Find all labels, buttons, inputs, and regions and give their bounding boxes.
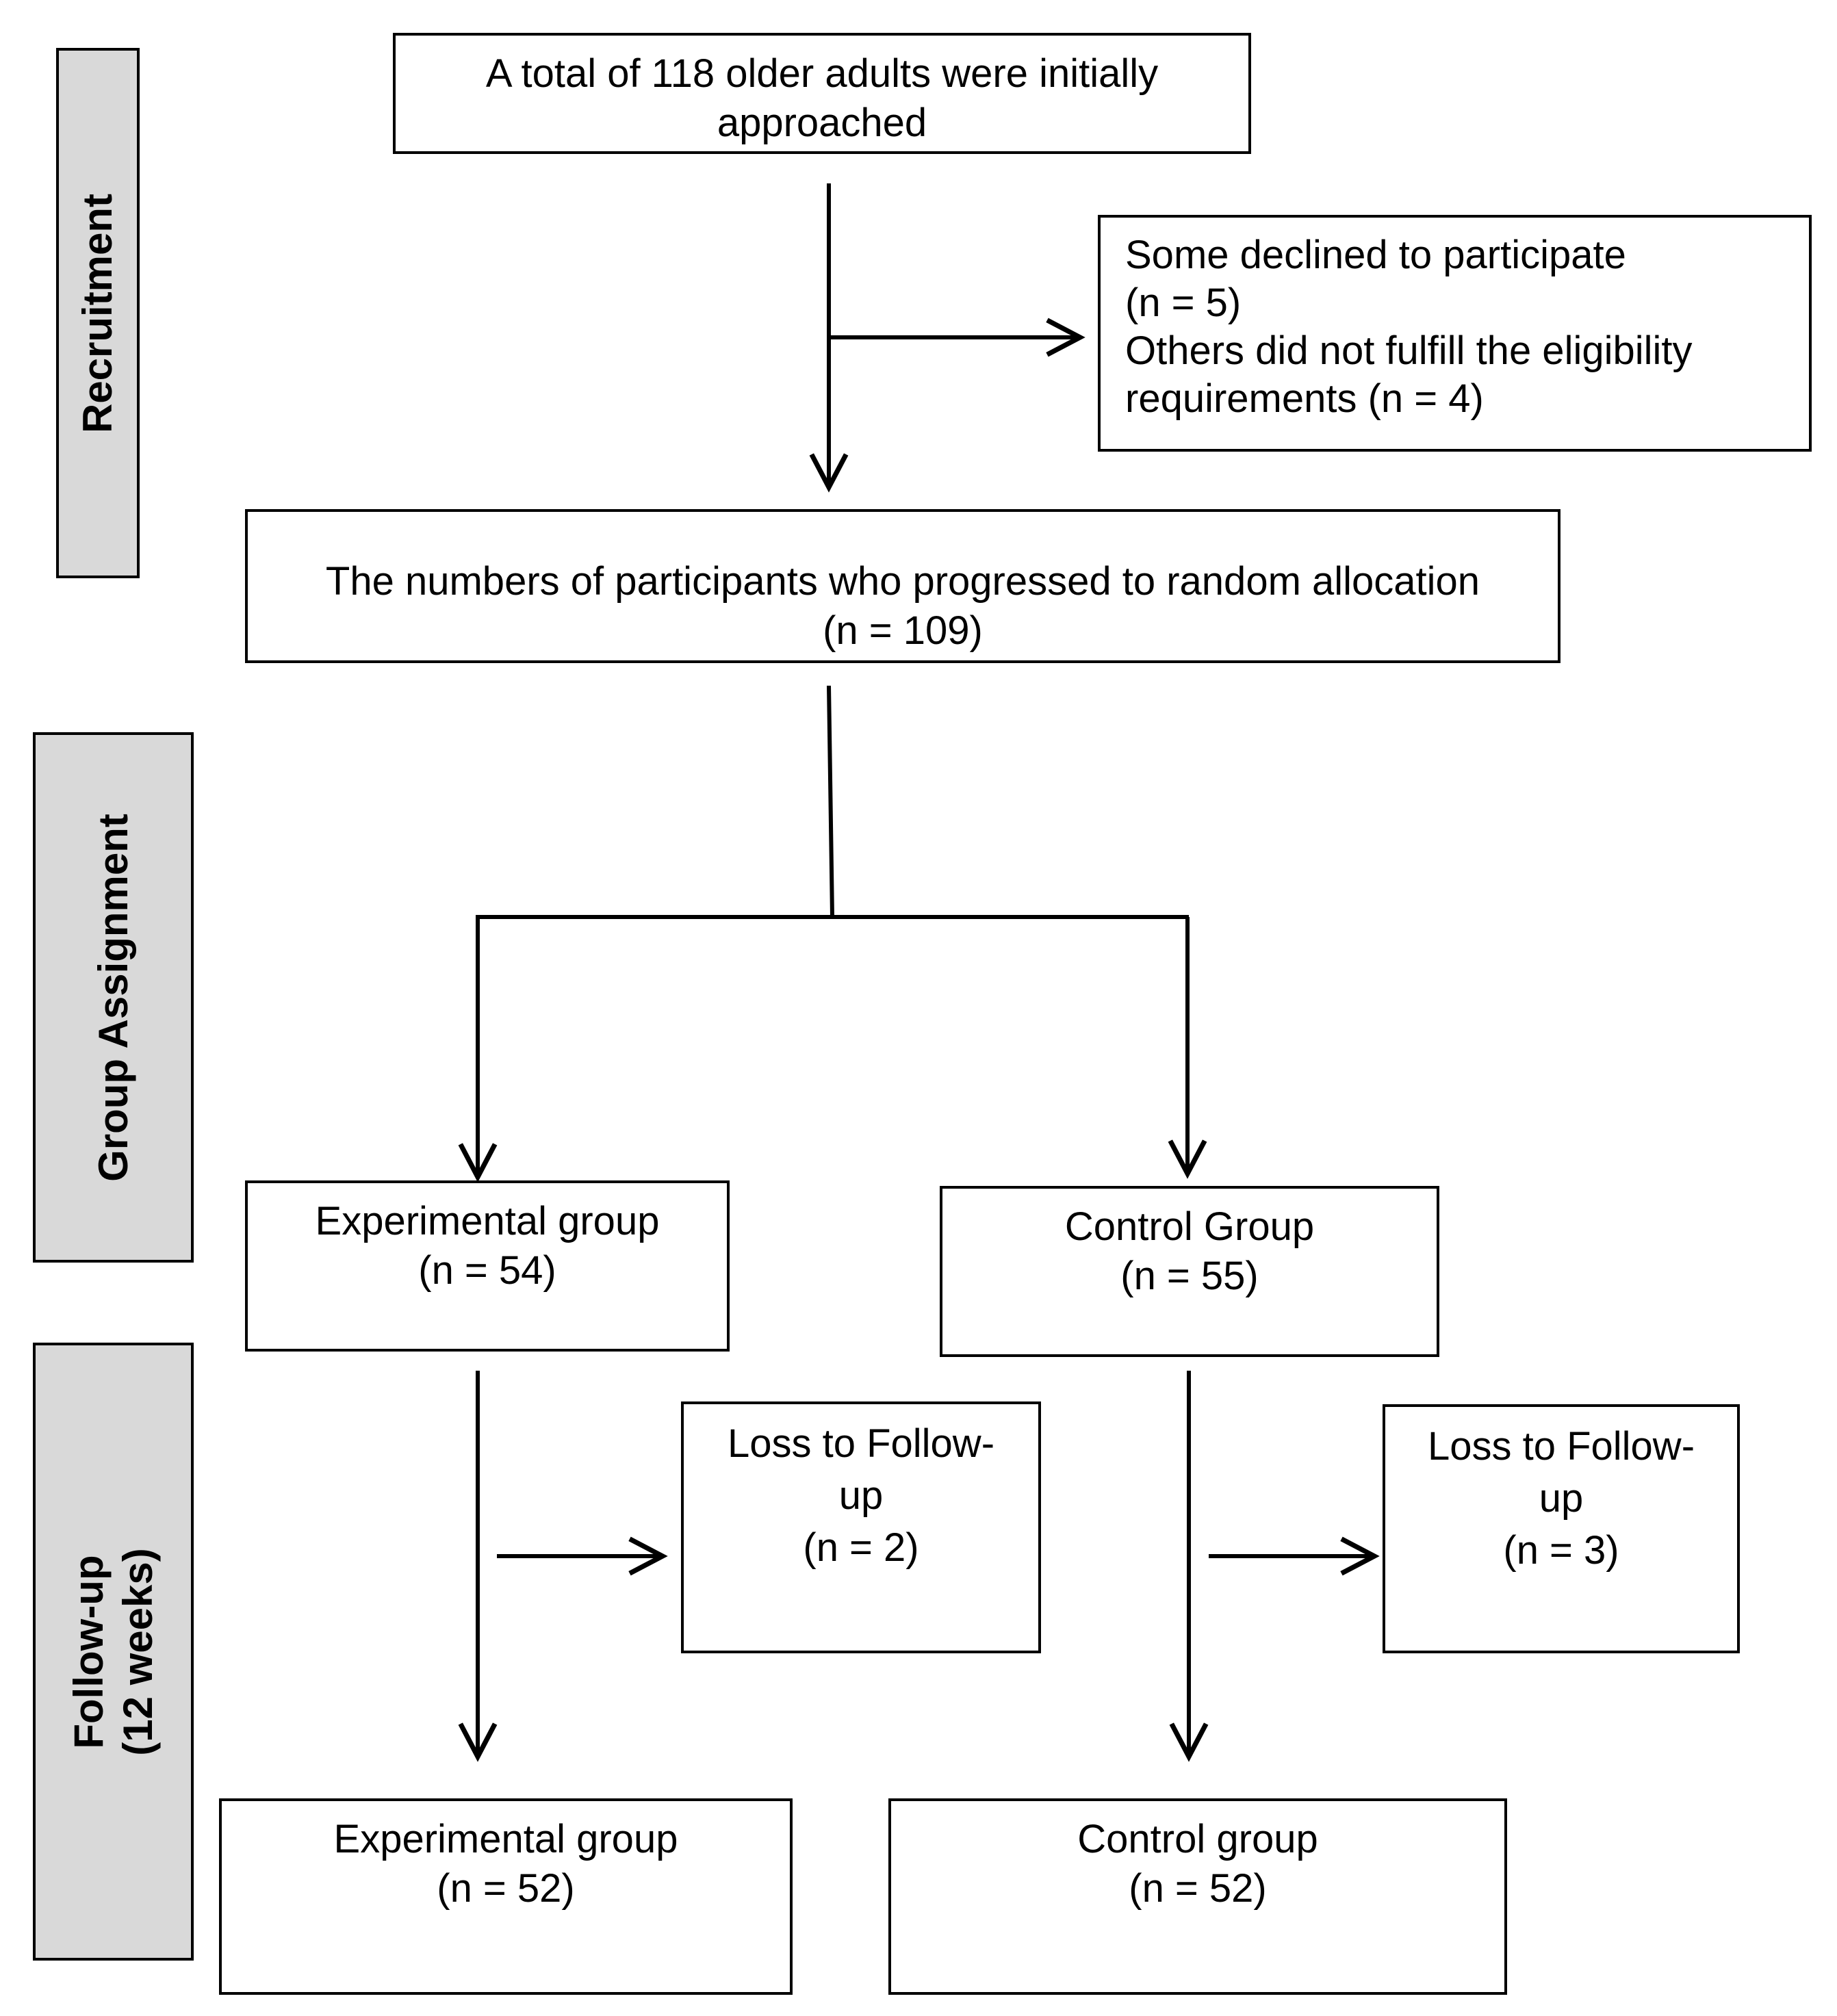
box-excluded-line-3: Others did not fulfill the eligibility (1125, 328, 1693, 373)
box-experimental-loss-line-3: (n = 2) (803, 1525, 919, 1570)
box-control-final: Control group (n = 52) (888, 1798, 1507, 1995)
box-randomized: The numbers of participants who progress… (245, 509, 1560, 663)
box-experimental-final-line-1: Experimental group (333, 1817, 678, 1861)
phase-recruitment: Recruitment (56, 48, 140, 578)
box-randomized-line-2: (n = 109) (823, 608, 983, 653)
box-control-loss-line-1: Loss to Follow- (1427, 1424, 1695, 1469)
box-experimental-allocated-line-1: Experimental group (315, 1199, 660, 1243)
box-control-final-line-2: (n = 52) (1129, 1866, 1267, 1911)
box-control-loss-line-2: up (1539, 1476, 1584, 1521)
box-excluded-line-2: (n = 5) (1125, 281, 1242, 325)
box-excluded-line-4: requirements (n = 4) (1125, 376, 1484, 421)
box-experimental-loss-line-2: up (838, 1473, 884, 1518)
phase-follow-up: Follow-up (12 weeks) (33, 1343, 194, 1961)
box-control-allocated-line-2: (n = 55) (1120, 1254, 1259, 1298)
box-excluded-line-1: Some declined to participate (1125, 233, 1626, 277)
line-randomized-down (827, 685, 834, 918)
box-initial-line-2: approached (717, 101, 927, 145)
box-control-loss: Loss to Follow- up (n = 3) (1383, 1404, 1740, 1653)
box-excluded: Some declined to participate (n = 5) Oth… (1098, 215, 1812, 452)
box-control-final-line-1: Control group (1077, 1817, 1318, 1861)
box-initial-approached: A total of 118 older adults were initial… (393, 33, 1251, 154)
box-control-allocated: Control Group (n = 55) (940, 1186, 1439, 1357)
box-experimental-loss-line-1: Loss to Follow- (727, 1421, 995, 1466)
phase-group-assignment: Group Assignment (33, 732, 194, 1263)
box-experimental-allocated: Experimental group (n = 54) (245, 1180, 730, 1352)
box-randomized-line-1: The numbers of participants who progress… (325, 559, 1480, 604)
box-experimental-loss: Loss to Follow- up (n = 2) (681, 1401, 1041, 1653)
box-experimental-final-line-2: (n = 52) (437, 1866, 575, 1911)
box-control-loss-line-3: (n = 3) (1503, 1528, 1619, 1573)
box-control-allocated-line-1: Control Group (1064, 1204, 1315, 1249)
box-initial-line-1: A total of 118 older adults were initial… (485, 51, 1159, 96)
box-experimental-final: Experimental group (n = 52) (219, 1798, 793, 1995)
box-experimental-allocated-line-2: (n = 54) (418, 1248, 556, 1293)
